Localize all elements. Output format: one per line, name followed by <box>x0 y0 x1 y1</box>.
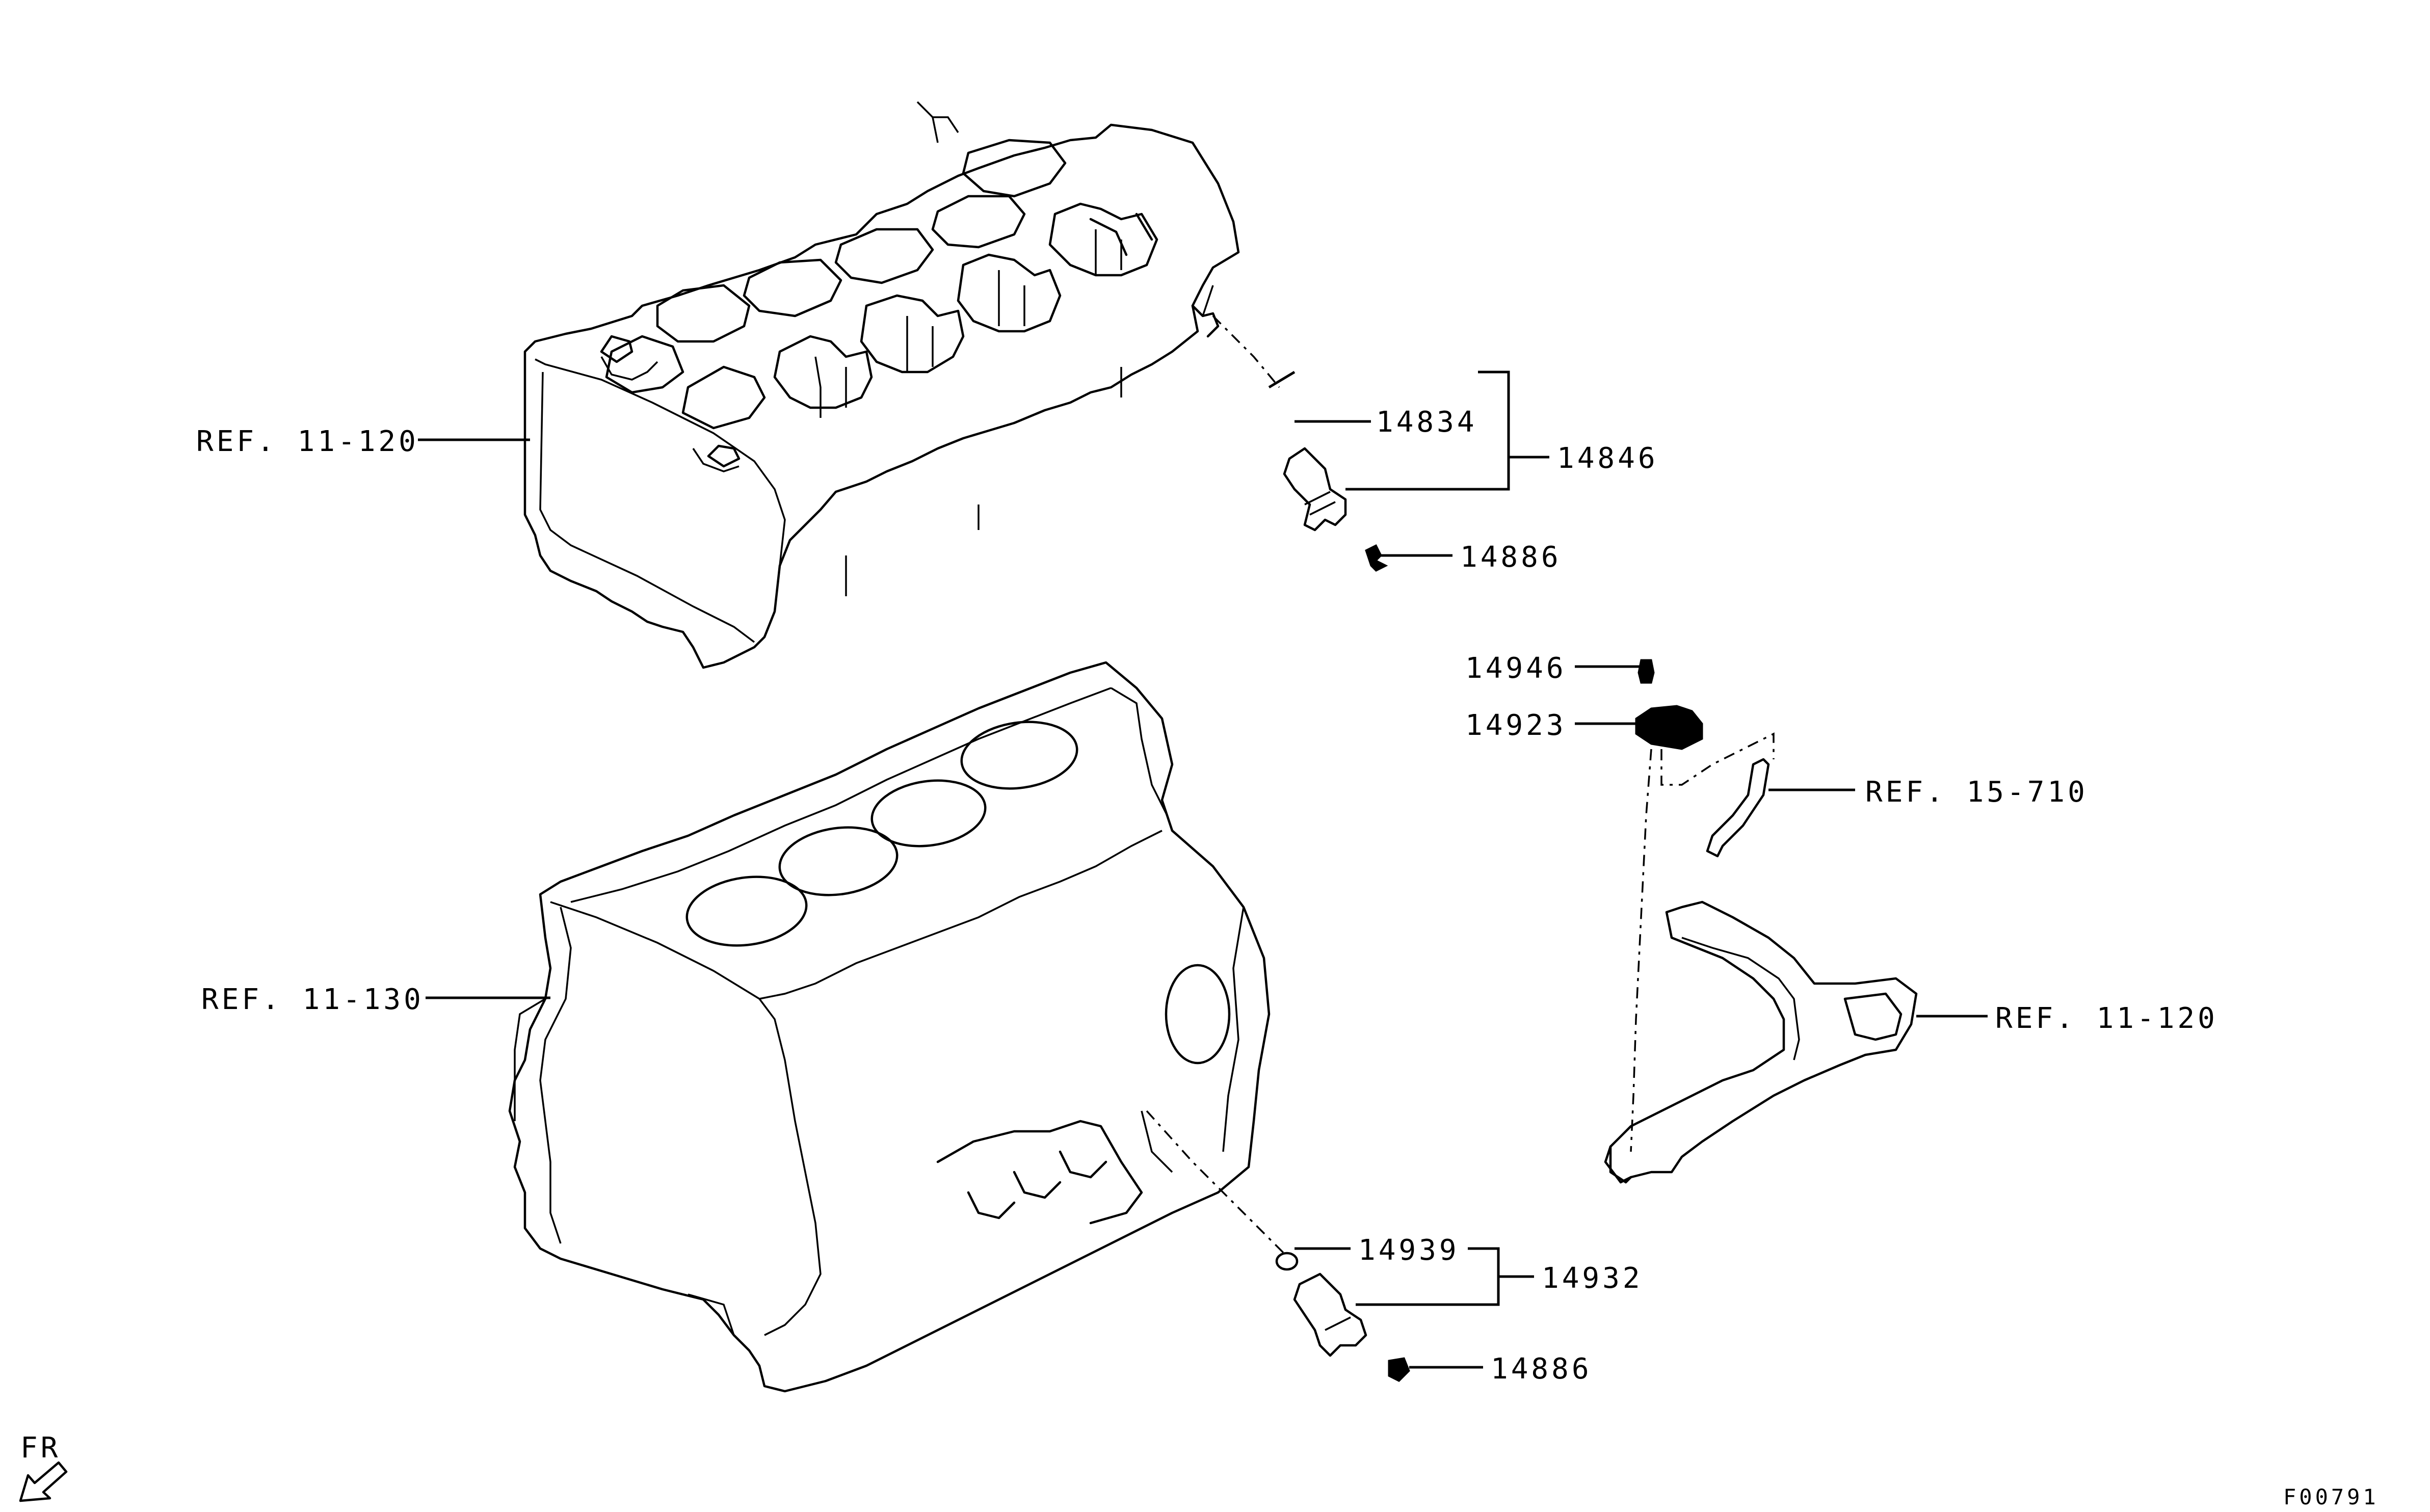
sensor-14923 <box>1635 705 1703 750</box>
label-part-14932: 14932 <box>1542 1262 1643 1295</box>
leader-lines <box>418 370 1988 1369</box>
sensor-parts <box>1268 370 1703 1382</box>
label-front: FR <box>20 1431 61 1465</box>
label-part-14886-bottom: 14886 <box>1491 1352 1592 1386</box>
installation-lines <box>1146 315 1775 1255</box>
label-ref-bracket: REF. 11-120 <box>1995 1002 2218 1035</box>
label-ref-hose: REF. 15-710 <box>1865 776 2088 809</box>
label-ref-cylinder-block: REF. 11-130 <box>201 983 424 1016</box>
cylinder-head-drawing <box>523 101 1240 669</box>
block-side-opening <box>1165 964 1231 1065</box>
seal-ring-14834 <box>1268 370 1296 389</box>
label-part-14939: 14939 <box>1358 1234 1460 1267</box>
label-part-14846: 14846 <box>1557 442 1658 475</box>
bracket-drawing <box>1604 758 1918 1184</box>
figure-id: F00791 <box>2283 1484 2379 1509</box>
cylinder-bore-2 <box>778 826 899 896</box>
label-part-14946: 14946 <box>1465 652 1567 685</box>
sensor-14846 <box>1283 447 1347 532</box>
label-part-14886-top: 14886 <box>1460 541 1562 574</box>
bolt-14946 <box>1637 659 1655 684</box>
cylinder-block-drawing <box>508 661 1271 1393</box>
ref-hose-pipe <box>1706 758 1770 858</box>
cylinder-bore-4 <box>960 721 1078 790</box>
front-arrow-icon <box>19 1461 68 1502</box>
bolt-14886-bottom <box>1388 1357 1410 1382</box>
cylinder-bore-1 <box>685 876 808 947</box>
bolt-14886-top <box>1365 544 1388 572</box>
label-part-14923: 14923 <box>1465 709 1567 742</box>
o-ring-14939 <box>1275 1252 1299 1271</box>
sensor-14932 <box>1293 1272 1367 1357</box>
label-ref-cylinder-head: REF. 11-120 <box>196 425 419 458</box>
cylinder-bore-3 <box>870 779 987 847</box>
label-part-14834: 14834 <box>1376 406 1477 439</box>
